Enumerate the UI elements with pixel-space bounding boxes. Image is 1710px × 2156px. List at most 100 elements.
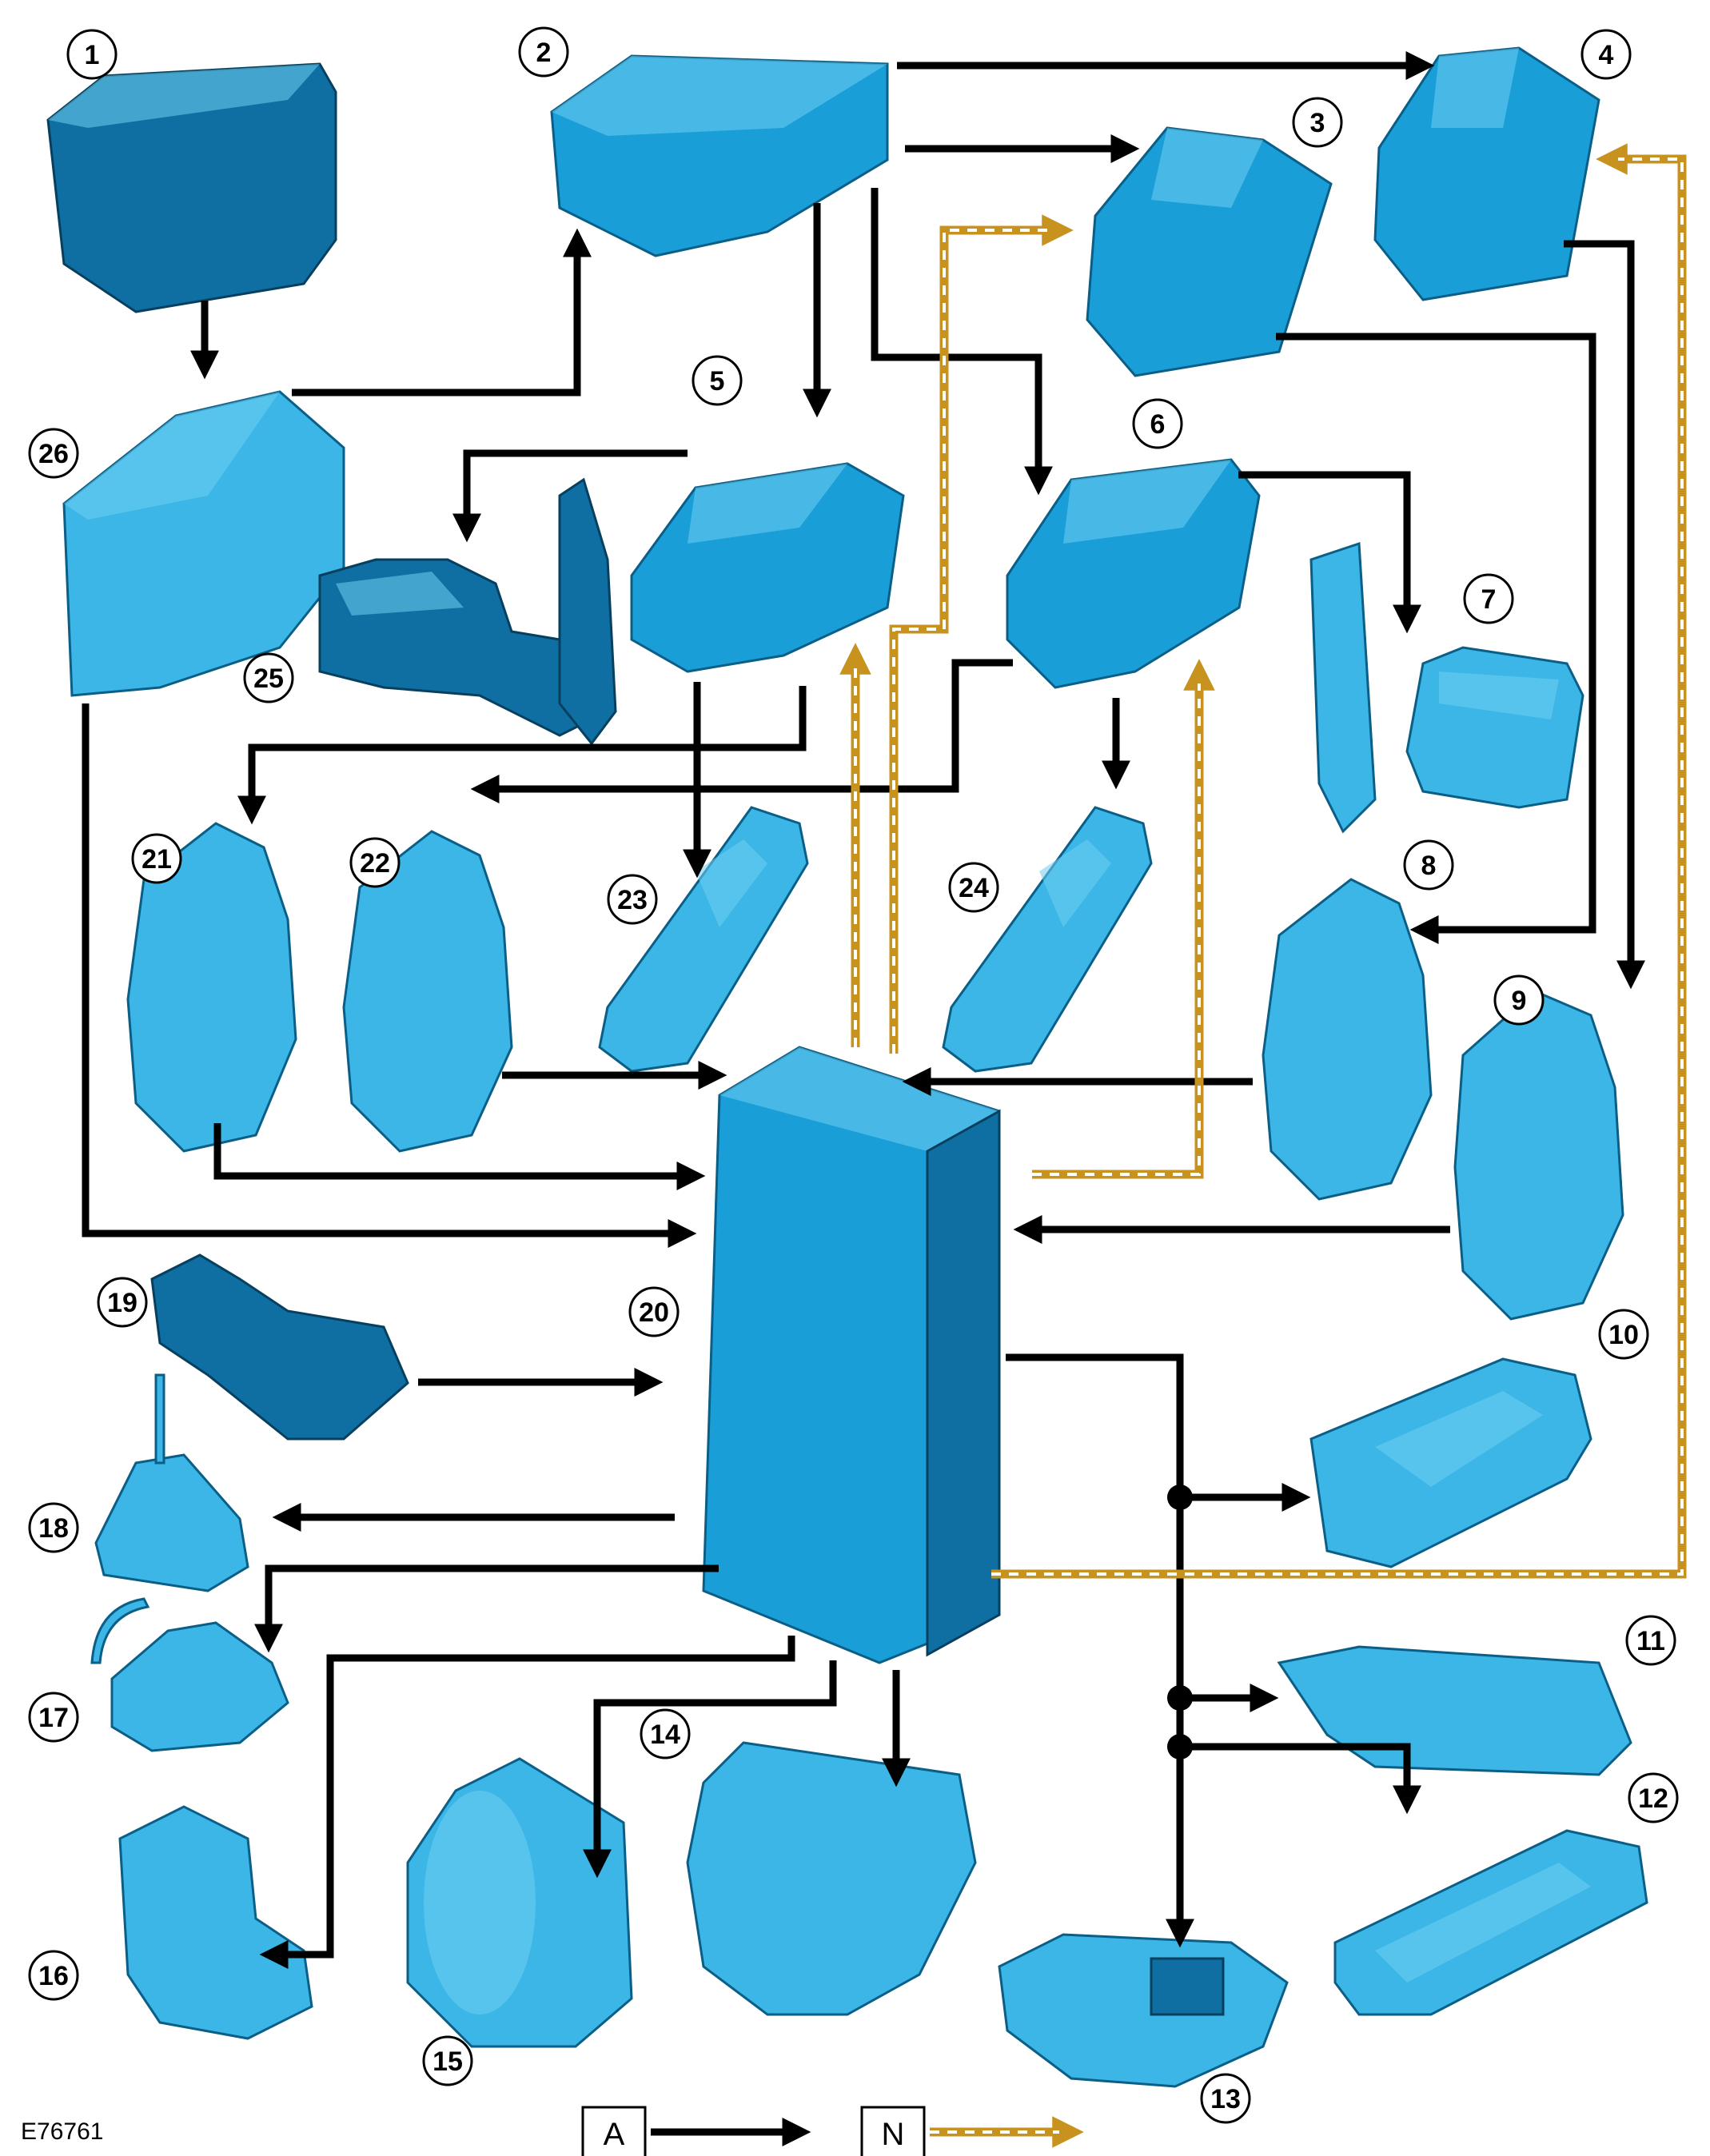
latch-9-component: [1453, 990, 1624, 1321]
callout-circle: [1628, 1772, 1679, 1823]
module-3-component: [1086, 126, 1333, 377]
callout-26: 26: [28, 428, 79, 479]
callout-6: 6: [1132, 398, 1183, 449]
callout-circle: [97, 1277, 148, 1328]
legend: A N: [581, 2106, 926, 2156]
callout-8: 8: [1403, 839, 1454, 891]
callout-circle: [1132, 398, 1183, 449]
antenna-19-component: [150, 1253, 409, 1441]
callout-circle: [1292, 97, 1343, 148]
callout-12: 12: [1628, 1772, 1679, 1823]
switch-24-component: [942, 806, 1153, 1073]
housing-26-component: [62, 390, 345, 697]
callout-5: 5: [692, 355, 743, 406]
callout-number: 24: [959, 873, 989, 903]
reference-code: E76761: [21, 2118, 103, 2145]
switch-13-component: [998, 1933, 1289, 2088]
callout-25: 25: [243, 652, 294, 703]
mirror-7-component: [1309, 541, 1584, 834]
handle-12-component: [1333, 1829, 1648, 2016]
callout-circle: [349, 837, 401, 888]
callout-number: 21: [142, 844, 172, 875]
callout-number: 5: [710, 366, 725, 397]
callout-circle: [28, 1692, 79, 1743]
callout-7: 7: [1463, 573, 1514, 624]
callout-number: 13: [1210, 2084, 1241, 2114]
central-module-20-component: [702, 1046, 1001, 1664]
callout-23: 23: [607, 874, 658, 925]
legend-box-gold: [860, 2106, 926, 2156]
module-4-component: [1373, 46, 1600, 301]
callout-10: 10: [1598, 1309, 1649, 1360]
callout-16: 16: [28, 1950, 79, 2001]
callout-circle: [1580, 29, 1632, 80]
callout-circle: [28, 428, 79, 479]
handle-10-component: [1309, 1357, 1592, 1568]
module-5-component: [630, 462, 905, 673]
callout-2: 2: [518, 26, 569, 78]
switch-23-component: [598, 806, 809, 1073]
callout-number: 2: [536, 38, 552, 68]
callout-number: 16: [38, 1961, 69, 1991]
callout-circle: [28, 1950, 79, 2001]
callout-number: 6: [1150, 409, 1166, 440]
callout-circle: [1598, 1309, 1649, 1360]
mirror-25-component: [318, 477, 617, 746]
battery-component: [46, 62, 337, 313]
callout-22: 22: [349, 837, 401, 888]
callout-number: 19: [107, 1288, 138, 1318]
callout-circle: [1493, 974, 1545, 1026]
sensor-18-component: [94, 1373, 249, 1592]
callout-number: 12: [1638, 1783, 1668, 1814]
latch-22-component: [342, 830, 513, 1153]
sensor-16-component: [118, 1805, 313, 2040]
callout-24: 24: [948, 862, 999, 913]
callout-number: 1: [85, 40, 100, 70]
module-6-component: [1006, 458, 1261, 689]
callout-number: 14: [650, 1720, 680, 1750]
callout-number: 23: [617, 885, 648, 915]
component-drawings: [46, 46, 1648, 2088]
callout-circle: [1200, 2073, 1251, 2124]
callout-circle: [518, 26, 569, 78]
callout-number: 9: [1512, 986, 1527, 1016]
callout-21: 21: [131, 833, 182, 884]
callout-circle: [422, 2035, 473, 2086]
callout-number: 7: [1481, 584, 1497, 615]
callout-1: 1: [66, 29, 118, 80]
callout-number: 18: [38, 1513, 69, 1544]
legend-label-black: A: [604, 2117, 625, 2152]
callout-circle: [1463, 573, 1514, 624]
callout-number: 20: [639, 1297, 669, 1328]
callout-15: 15: [422, 2035, 473, 2086]
callout-number: 4: [1599, 40, 1614, 70]
callout-number: 25: [253, 664, 284, 694]
callout-circle: [1625, 1615, 1676, 1666]
callout-number: 17: [38, 1703, 69, 1733]
callout-3: 3: [1292, 97, 1343, 148]
callout-circle: [131, 833, 182, 884]
callout-11: 11: [1625, 1615, 1676, 1666]
callout-number: 26: [38, 439, 69, 469]
callout-number: 3: [1310, 108, 1325, 138]
callout-circle: [628, 1286, 680, 1337]
legend-label-gold: N: [882, 2117, 905, 2152]
callout-circle: [66, 29, 118, 80]
callout-13: 13: [1200, 2073, 1251, 2124]
sounder-15-component: [406, 1757, 633, 2048]
callout-number: 8: [1421, 851, 1437, 881]
callout-circle: [1403, 839, 1454, 891]
callout-4: 4: [1580, 29, 1632, 80]
callout-circle: [692, 355, 743, 406]
callout-circle: [948, 862, 999, 913]
callout-circle: [640, 1708, 691, 1759]
latch-8-component: [1262, 878, 1433, 1201]
black-connections: [82, 51, 1645, 2146]
callout-14: 14: [640, 1708, 691, 1759]
lock-14-component: [686, 1741, 977, 2016]
callout-17: 17: [28, 1692, 79, 1743]
handle-11-component: [1277, 1645, 1632, 1776]
callout-circle: [243, 652, 294, 703]
